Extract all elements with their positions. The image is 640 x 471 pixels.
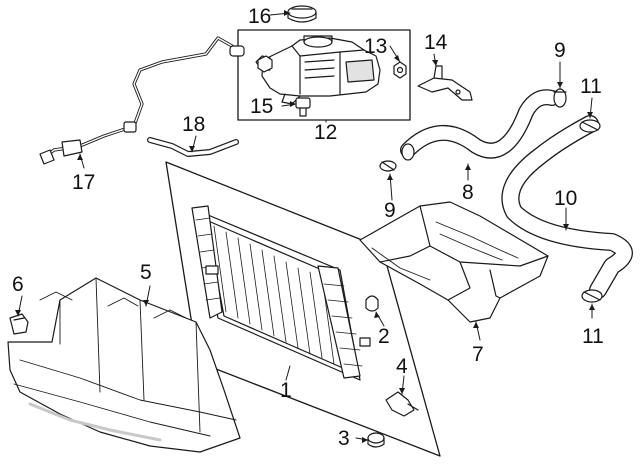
radiator-support-baffle[interactable] bbox=[7, 277, 241, 453]
callout-2[interactable]: 2 bbox=[378, 325, 390, 348]
upper-radiator-hose[interactable] bbox=[400, 89, 560, 161]
callout-13[interactable]: 13 bbox=[364, 35, 388, 58]
callout-6[interactable]: 6 bbox=[12, 273, 24, 296]
callout-9-upper[interactable]: 9 bbox=[554, 39, 566, 62]
callout-5[interactable]: 5 bbox=[140, 261, 152, 284]
lower-insulator[interactable] bbox=[367, 432, 385, 448]
callout-8[interactable]: 8 bbox=[462, 181, 474, 204]
hose-clamp-lower-right[interactable] bbox=[581, 289, 603, 303]
callout-11-upper[interactable]: 11 bbox=[580, 75, 602, 98]
callout-9-lower[interactable]: 9 bbox=[384, 199, 396, 222]
callout-16[interactable]: 16 bbox=[248, 5, 272, 28]
reservoir-mount-nut-left[interactable] bbox=[257, 55, 273, 73]
radiator-insulator[interactable] bbox=[365, 295, 379, 312]
callout-10[interactable]: 10 bbox=[554, 187, 578, 210]
callout-18[interactable]: 18 bbox=[182, 113, 206, 136]
overflow-hose[interactable] bbox=[39, 36, 245, 165]
air-deflector[interactable] bbox=[359, 201, 549, 323]
vent-hose[interactable] bbox=[147, 137, 239, 157]
lower-radiator-hose[interactable] bbox=[501, 115, 633, 299]
callout-12[interactable]: 12 bbox=[314, 121, 338, 144]
radiator[interactable] bbox=[191, 205, 371, 381]
reservoir-bracket[interactable] bbox=[417, 65, 473, 101]
retainer-clip[interactable] bbox=[9, 313, 29, 335]
coolant-reservoir[interactable] bbox=[255, 35, 381, 105]
callout-14[interactable]: 14 bbox=[424, 31, 448, 54]
reservoir-cap[interactable] bbox=[287, 5, 317, 23]
leader-arrowheads bbox=[15, 10, 595, 443]
callout-1[interactable]: 1 bbox=[280, 379, 292, 402]
callout-17[interactable]: 17 bbox=[72, 171, 96, 194]
hose-clamp-lower[interactable] bbox=[379, 160, 397, 172]
hose-clamp-upper[interactable] bbox=[553, 88, 567, 108]
callout-15[interactable]: 15 bbox=[250, 95, 274, 118]
hose-clamp-upper-right[interactable] bbox=[579, 119, 601, 133]
level-sensor[interactable] bbox=[295, 97, 311, 117]
callout-4[interactable]: 4 bbox=[396, 355, 408, 378]
callout-3[interactable]: 3 bbox=[338, 427, 350, 450]
reservoir-nut[interactable] bbox=[393, 61, 407, 79]
drain-valve[interactable] bbox=[385, 391, 419, 417]
callout-11-lower[interactable]: 11 bbox=[582, 325, 604, 348]
callout-7[interactable]: 7 bbox=[472, 343, 484, 366]
